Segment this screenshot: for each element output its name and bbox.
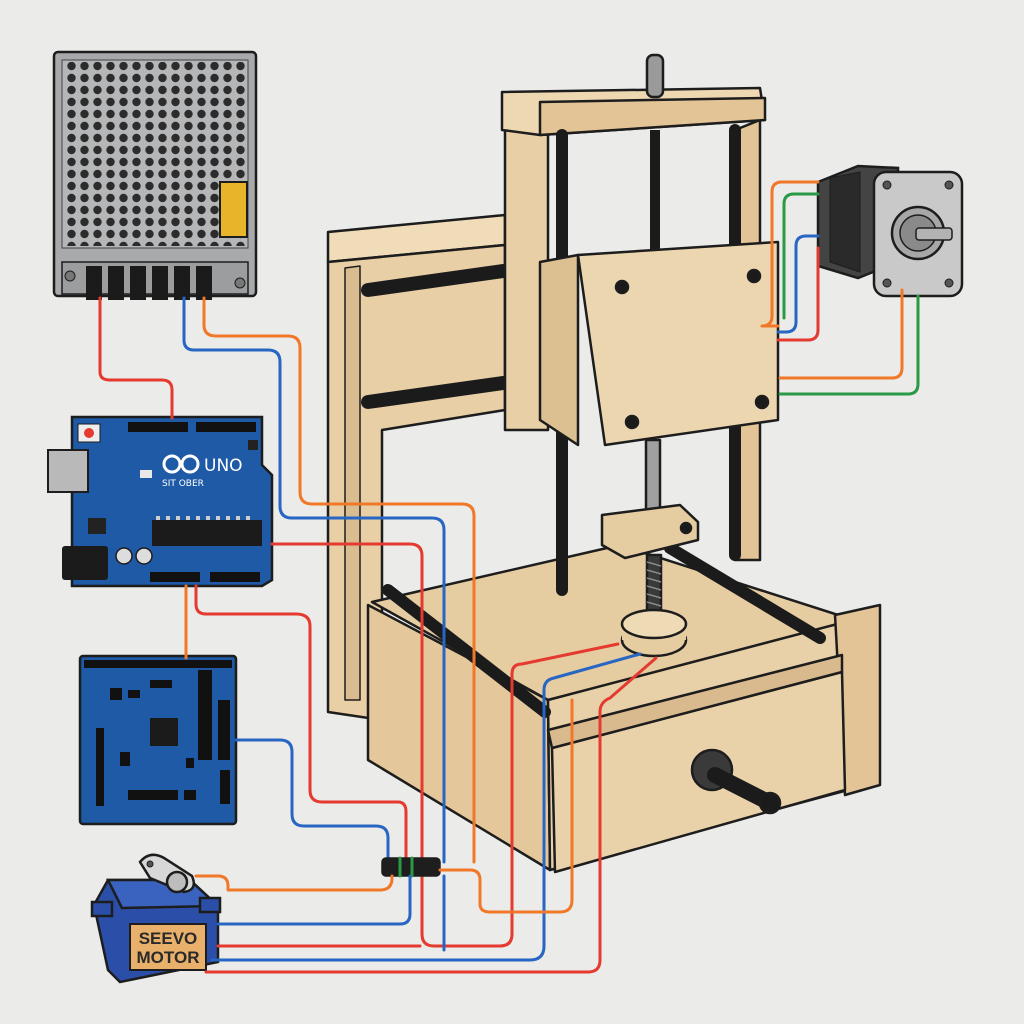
tool-collet-top <box>622 610 686 638</box>
arduino-uno-icon: UNO SIT OBER <box>48 417 272 586</box>
servo-label-line2: MOTOR <box>137 948 200 967</box>
psu-switch <box>220 182 247 237</box>
power-jack <box>62 546 108 580</box>
wire-servo-orange <box>196 876 392 890</box>
arduino-brand-text: SIT OBER <box>162 479 204 489</box>
carriage-side <box>540 255 578 445</box>
top-lead-screw <box>647 55 663 97</box>
wire-servo-blue <box>218 876 410 924</box>
carriage-screw-2 <box>748 270 760 282</box>
motor-driver-shield-icon <box>80 656 236 824</box>
wire-stepper-green-top <box>784 194 818 318</box>
arduino-board-text: UNO <box>204 456 243 476</box>
wooden-frame <box>328 55 880 872</box>
stepper-motor-icon <box>818 166 962 296</box>
carriage-screw-3 <box>626 416 638 428</box>
carriage-screw-4 <box>756 396 768 408</box>
wire-psu-red <box>100 298 172 418</box>
spindle-shaft <box>646 440 660 518</box>
carriage-screw-1 <box>616 281 628 293</box>
usb-port <box>48 450 88 492</box>
servo-motor-icon: SEEVO MOTOR <box>92 855 220 982</box>
spindle-block-hole <box>681 523 691 533</box>
left-panel-edge <box>345 266 360 700</box>
power-supply-icon <box>54 52 256 300</box>
wire-stepper-orange-bottom <box>780 290 902 378</box>
atmega-chip <box>152 520 262 546</box>
servo-label-line1: SEEVO <box>139 929 198 948</box>
